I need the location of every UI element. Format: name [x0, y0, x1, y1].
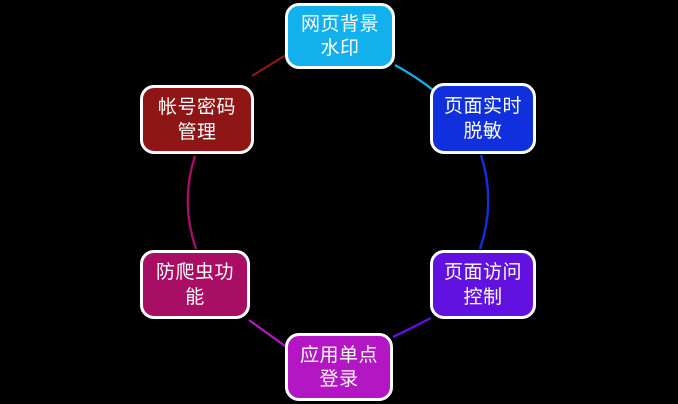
connector-sso-anticrawler: [248, 319, 286, 347]
node-watermark-label: 网页背景 水印: [300, 12, 379, 59]
node-watermark[interactable]: 网页背景 水印: [285, 3, 395, 69]
connector-access-sso: [392, 316, 432, 339]
node-application-single-sign-on[interactable]: 应用单点 登录: [285, 333, 393, 401]
node-page-access-control-label: 页面访问 控制: [443, 261, 522, 308]
connector-account-watermark: [251, 54, 287, 77]
connector-anticrawler-account: [186, 155, 198, 250]
node-account-password-management[interactable]: 帐号密码 管理: [140, 85, 254, 154]
connector-desensitize-access: [478, 154, 490, 250]
connector-watermark-desensitize: [394, 64, 434, 91]
node-anti-crawler-label: 防爬虫功 能: [155, 261, 234, 308]
node-page-access-control[interactable]: 页面访问 控制: [430, 250, 536, 319]
node-page-realtime-desensitization-label: 页面实时 脱敏: [443, 95, 522, 142]
node-page-realtime-desensitization[interactable]: 页面实时 脱敏: [430, 83, 536, 154]
node-anti-crawler[interactable]: 防爬虫功 能: [140, 250, 250, 319]
node-application-single-sign-on-label: 应用单点 登录: [299, 343, 378, 390]
node-account-password-management-label: 帐号密码 管理: [157, 96, 236, 143]
